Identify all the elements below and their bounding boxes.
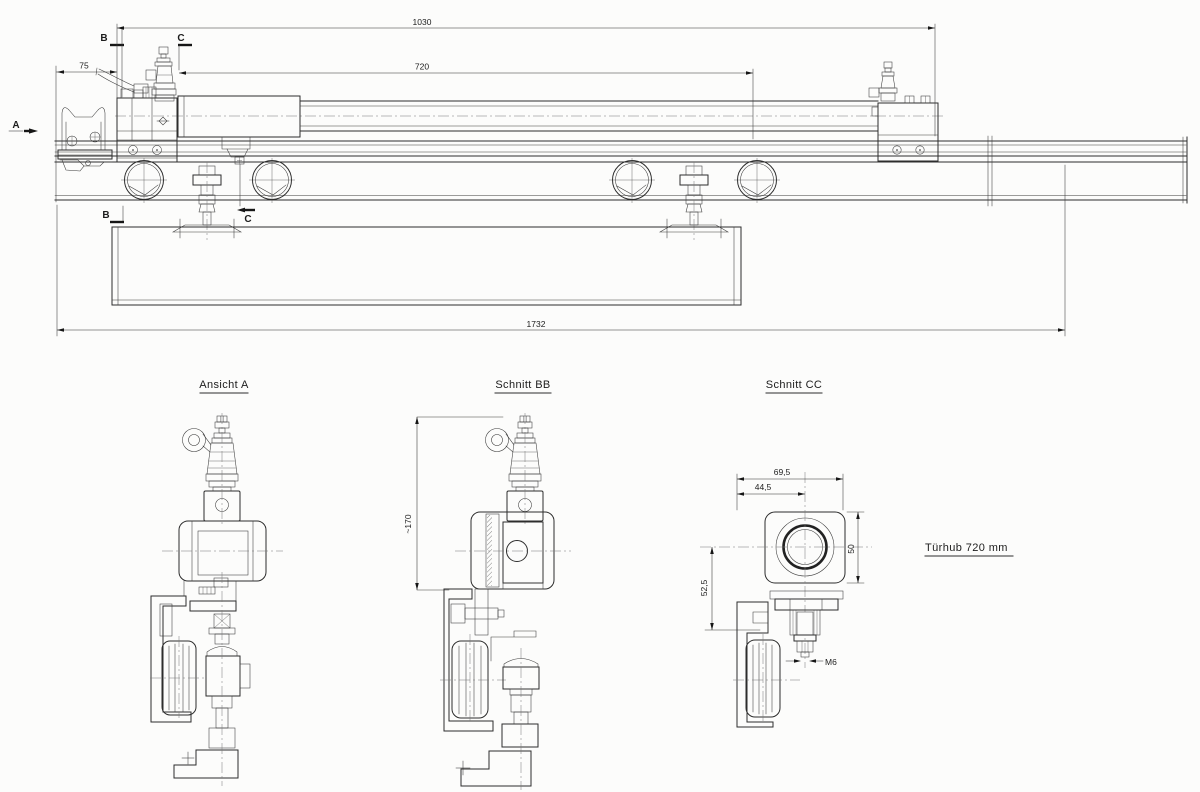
dim-75-label: 75 — [79, 61, 89, 71]
dim-1732-label: 1732 — [527, 319, 546, 329]
roller-bracket-cc — [733, 601, 800, 728]
guide-block-cc — [700, 472, 872, 668]
door-panel — [111, 226, 742, 306]
roller-bracket-a — [150, 595, 207, 723]
schnitt-cc-title: Schnitt CC — [766, 379, 823, 391]
roller — [121, 158, 167, 203]
ansicht-a-title: Ansicht A — [199, 379, 249, 391]
door-stroke-note: Türhub 720 mm — [924, 542, 1014, 557]
roller — [249, 158, 295, 203]
valve-assembly — [182, 412, 241, 527]
left-end-bracket — [57, 107, 113, 172]
dim-720-label: 720 — [415, 62, 429, 72]
clamp-mechanism-a — [189, 577, 237, 645]
door-stroke-note-label: Türhub 720 mm — [925, 542, 1008, 554]
main-elevation-view: A B C B C — [8, 17, 1188, 337]
dim-170-label: ~170 — [403, 514, 413, 533]
dimension-m6: M6 — [785, 657, 837, 667]
right-valve-assembly — [868, 61, 898, 102]
dimension-69-5: 69,5 — [736, 467, 844, 511]
section-marker-c-bottom: C — [237, 207, 255, 225]
schnitt-bb-title: Schnitt BB — [495, 379, 550, 391]
view-marker-a: A — [8, 120, 38, 134]
track-rails — [54, 65, 1188, 207]
marker-c-bottom-label: C — [244, 214, 251, 225]
door-hanger — [658, 162, 730, 240]
left-valve-assembly — [95, 46, 177, 102]
door-hangers — [171, 162, 730, 240]
hanger-bolt-bb — [455, 648, 540, 790]
detail-view-schnitt-cc: Schnitt CC 69,5 44,5 — [699, 379, 872, 728]
dim-50-label: 50 — [846, 544, 856, 554]
door-hanger — [171, 162, 243, 240]
valve-assembly — [485, 412, 544, 527]
dimension-44-5: 44,5 — [737, 482, 805, 496]
dimension-1030: 1030 — [116, 17, 936, 137]
dimension-50: 50 — [846, 511, 865, 584]
clamp-bolt-bb — [450, 588, 537, 662]
dimension-52-5: 52,5 — [699, 547, 761, 631]
section-marker-b-bottom: B — [102, 205, 124, 224]
marker-c-top-label: C — [177, 33, 184, 44]
marker-b-top-label: B — [100, 33, 107, 44]
hanger-bolt-a — [173, 572, 251, 786]
marker-a-label: A — [12, 120, 19, 131]
marker-b-bottom-label: B — [102, 210, 109, 221]
left-cylinder-block — [116, 86, 178, 163]
dim-1030-label: 1030 — [413, 17, 432, 27]
roller-bracket-bb — [440, 588, 506, 732]
drive-housing-a — [162, 520, 283, 602]
dim-69-5-label: 69,5 — [774, 467, 791, 477]
cylinder-body — [177, 95, 301, 207]
section-markers: A B C B C — [8, 27, 255, 225]
dim-44-5-label: 44,5 — [755, 482, 772, 492]
main-dimensions: 75 1030 720 — [56, 17, 1066, 337]
right-cylinder-block — [871, 95, 939, 162]
dimension-720: 720 — [179, 62, 754, 140]
roller — [734, 158, 780, 203]
dimension-1732: 1732 — [56, 164, 1066, 337]
drive-housing-bb — [455, 511, 571, 590]
section-marker-c-top: C — [177, 33, 192, 71]
detail-view-schnitt-bb: Schnitt BB ~170 — [403, 379, 571, 790]
piston-rod-rails — [299, 100, 879, 132]
roller — [609, 158, 655, 203]
mount-bolt-cc — [769, 590, 844, 658]
dim-52-5-label: 52,5 — [699, 579, 709, 596]
detail-view-ansicht-a: Ansicht A — [150, 379, 283, 786]
dim-m6-label: M6 — [825, 657, 837, 667]
trolley-rollers — [121, 158, 780, 203]
dimension-75: 75 — [56, 61, 117, 74]
